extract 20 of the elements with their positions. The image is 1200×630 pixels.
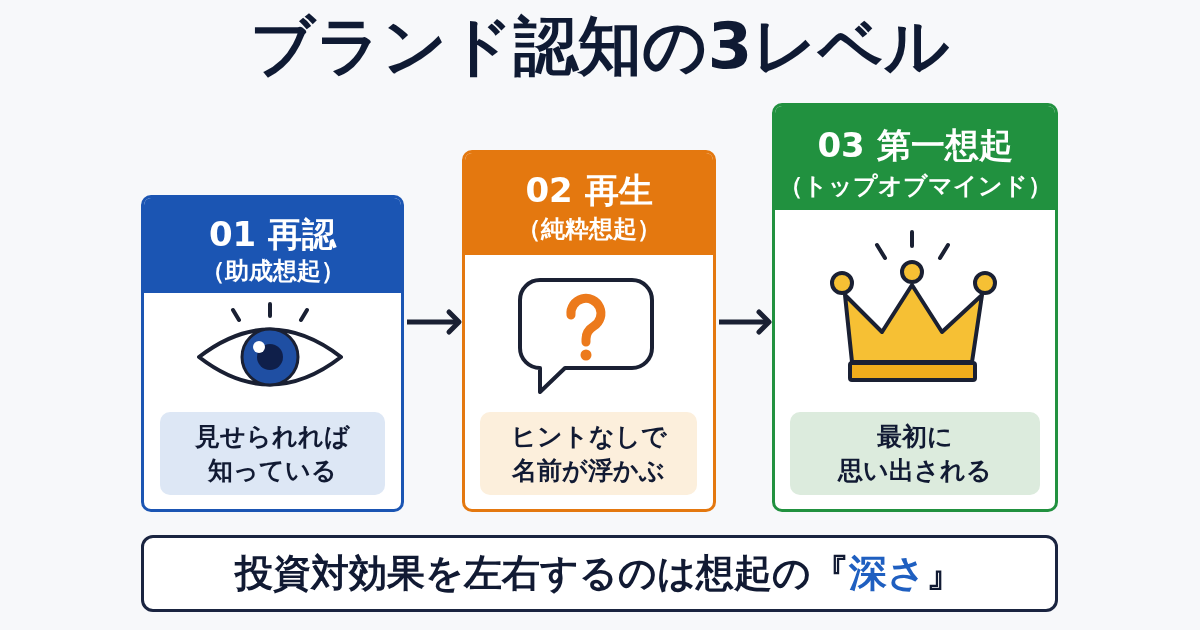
card-title: 03 第一想起: [817, 127, 1013, 165]
description-panel: [160, 412, 385, 495]
description-text: 見せられれば知っている: [195, 420, 350, 487]
arrow: [407, 309, 462, 335]
description-text: 最初に思い出される: [838, 420, 992, 487]
level-card: [462, 150, 716, 512]
card-title: 02 再生: [525, 172, 653, 210]
summary-banner: [141, 535, 1058, 612]
description-panel: [480, 412, 697, 495]
description-text: ヒントなしで名前が浮かぶ: [510, 420, 667, 487]
level-card: [141, 195, 404, 512]
arrow: [719, 309, 772, 335]
diagram-title: ブランド認知の3レベル: [249, 8, 951, 85]
card-subtitle: （助成想起）: [200, 257, 345, 285]
card-subtitle: （トップオブマインド）: [778, 172, 1052, 200]
card-title: 01 再認: [208, 216, 337, 254]
summary-text: 投資対効果を左右するのは想起の『深さ』: [235, 550, 964, 597]
description-panel: [790, 412, 1040, 495]
level-card: [772, 103, 1058, 512]
card-subtitle: （純粋想起）: [517, 215, 661, 243]
